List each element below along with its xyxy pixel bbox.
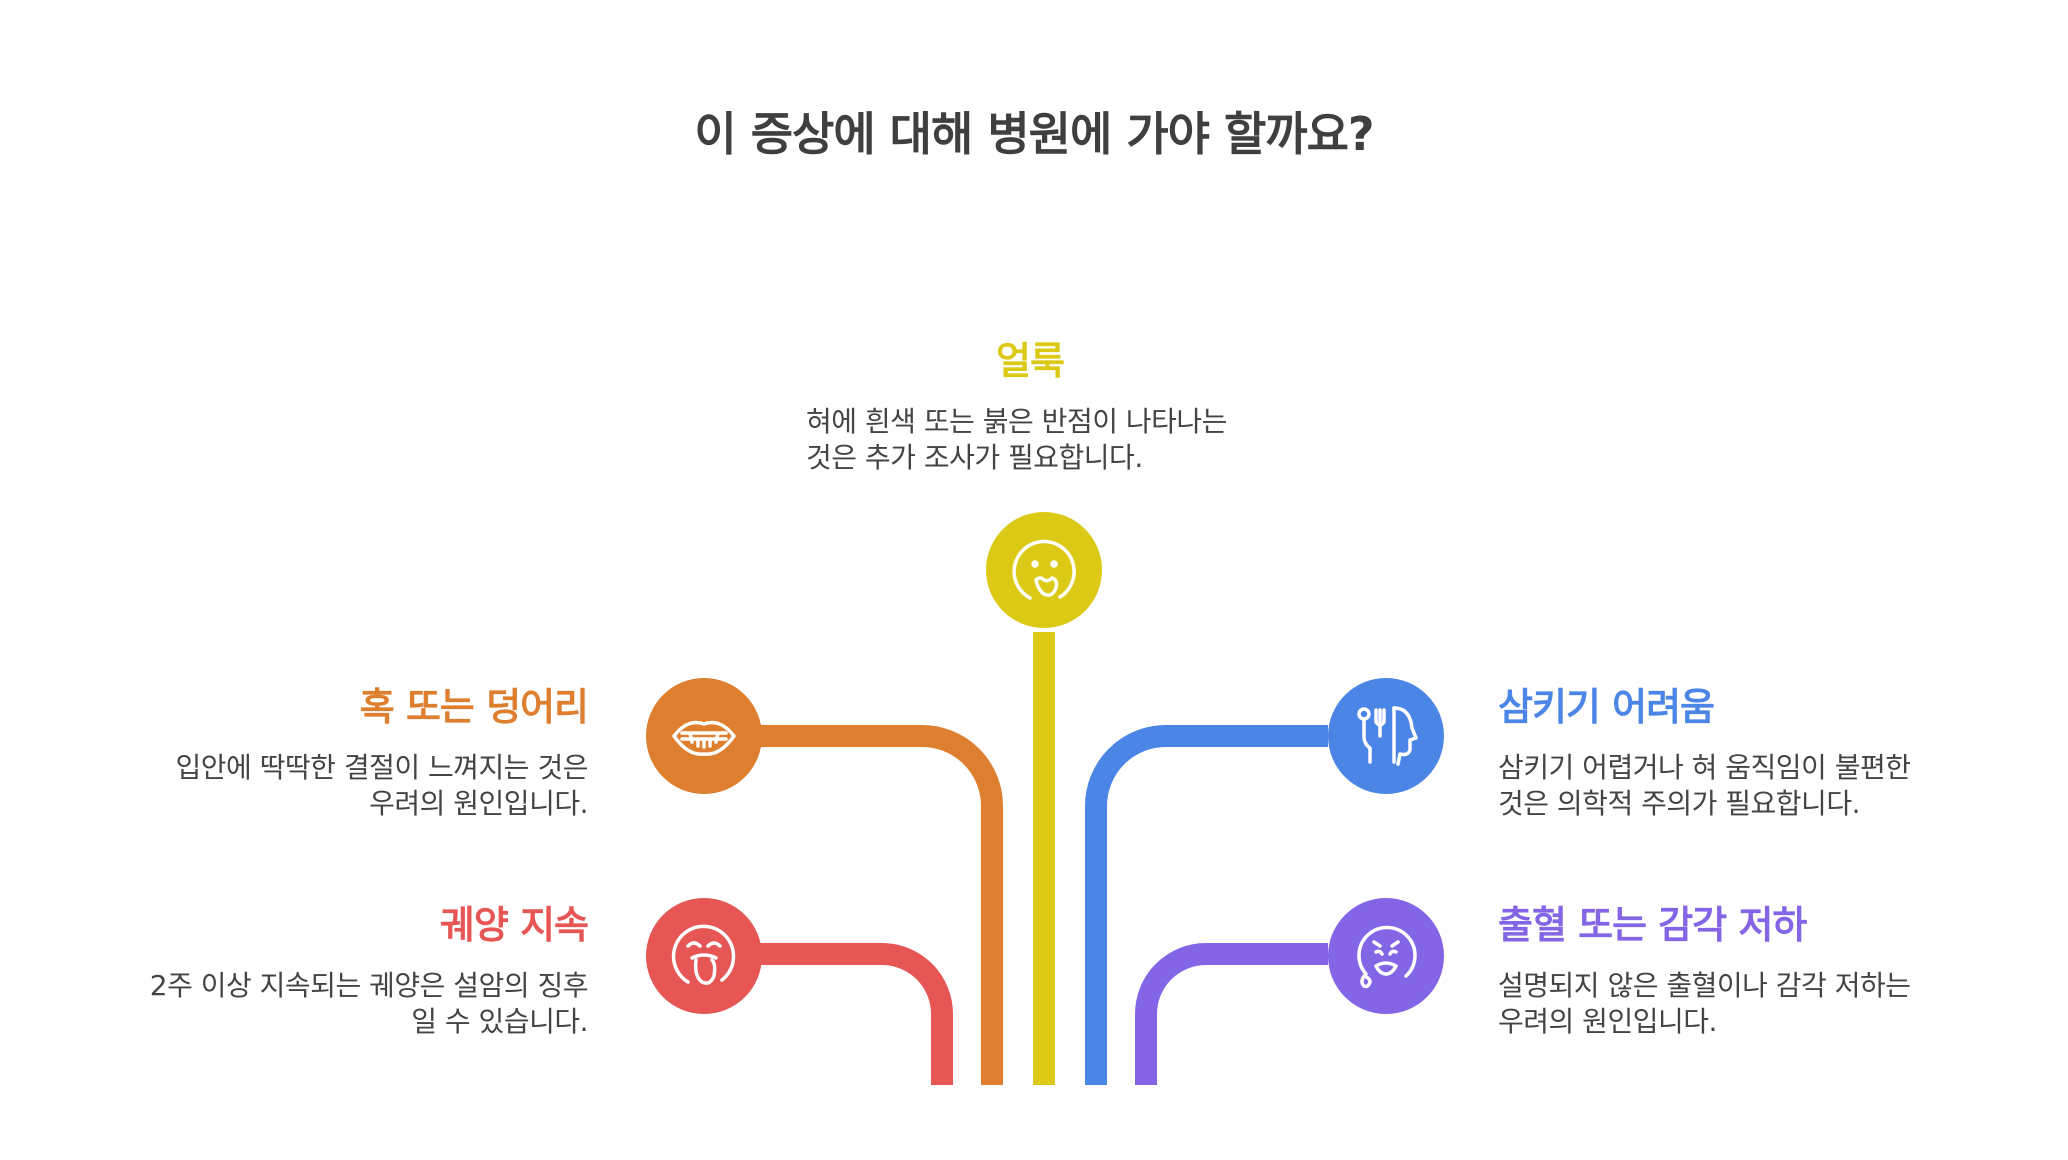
lump-heading: 혹 또는 덩어리 [359, 685, 589, 729]
lump-description-line: 우려의 원인입니다. [369, 787, 588, 820]
connector-line-swallow [1085, 725, 1328, 1085]
spots-node [986, 512, 1102, 628]
ulcer-heading: 궤양 지속 [439, 903, 589, 947]
connector-line-bleeding [1135, 943, 1328, 1085]
head-cutlery-icon [1357, 706, 1418, 766]
face-spot-icon [1012, 539, 1076, 600]
swallow-heading: 삼키기 어려움 [1498, 685, 1715, 729]
page-title: 이 증상에 대해 병원에 가야 할까요? [694, 107, 1374, 161]
lump-description-line: 입안에 딱딱한 결절이 느껴지는 것은 [175, 751, 588, 784]
spots-description-line: 혀에 흰색 또는 붉은 반점이 나타나는 [806, 405, 1227, 438]
bleeding-description: 설명되지 않은 출혈이나 감각 저하는 우려의 원인입니다. [1498, 968, 1911, 1040]
spots-heading: 얼룩 [996, 339, 1065, 383]
connector-line-ulcer [760, 943, 953, 1085]
ulcer-node [646, 898, 762, 1014]
bleeding-node [1328, 898, 1444, 1014]
face-drool-icon [1357, 925, 1417, 989]
bleeding-description-line: 설명되지 않은 출혈이나 감각 저하는 [1498, 969, 1911, 1002]
bleeding-heading: 출혈 또는 감각 저하 [1498, 903, 1807, 947]
ulcer-description-line: 2주 이상 지속되는 궤양은 설암의 징후 [149, 969, 589, 1002]
spots-description: 혀에 흰색 또는 붉은 반점이 나타나는 것은 추가 조사가 필요합니다. [806, 404, 1227, 476]
mouth-fangs-icon [672, 720, 736, 756]
lump-node [646, 678, 762, 794]
swallow-node [1328, 678, 1444, 794]
ulcer-description: 2주 이상 지속되는 궤양은 설암의 징후 일 수 있습니다. [149, 968, 589, 1040]
ulcer-description-line: 일 수 있습니다. [411, 1005, 588, 1038]
face-tongue-icon [671, 924, 736, 985]
swallow-description-line: 삼키기 어렵거나 혀 움직임이 불편한 [1498, 751, 1911, 784]
swallow-description-line: 것은 의학적 주의가 필요합니다. [1498, 787, 1860, 820]
lump-description: 입안에 딱딱한 결절이 느껴지는 것은 우려의 원인입니다. [175, 750, 588, 822]
swallow-description: 삼키기 어렵거나 혀 움직임이 불편한 것은 의학적 주의가 필요합니다. [1498, 750, 1911, 822]
connector-line-lump [760, 725, 1003, 1085]
spots-description-line: 것은 추가 조사가 필요합니다. [806, 441, 1143, 474]
bleeding-description-line: 우려의 원인입니다. [1498, 1005, 1717, 1038]
